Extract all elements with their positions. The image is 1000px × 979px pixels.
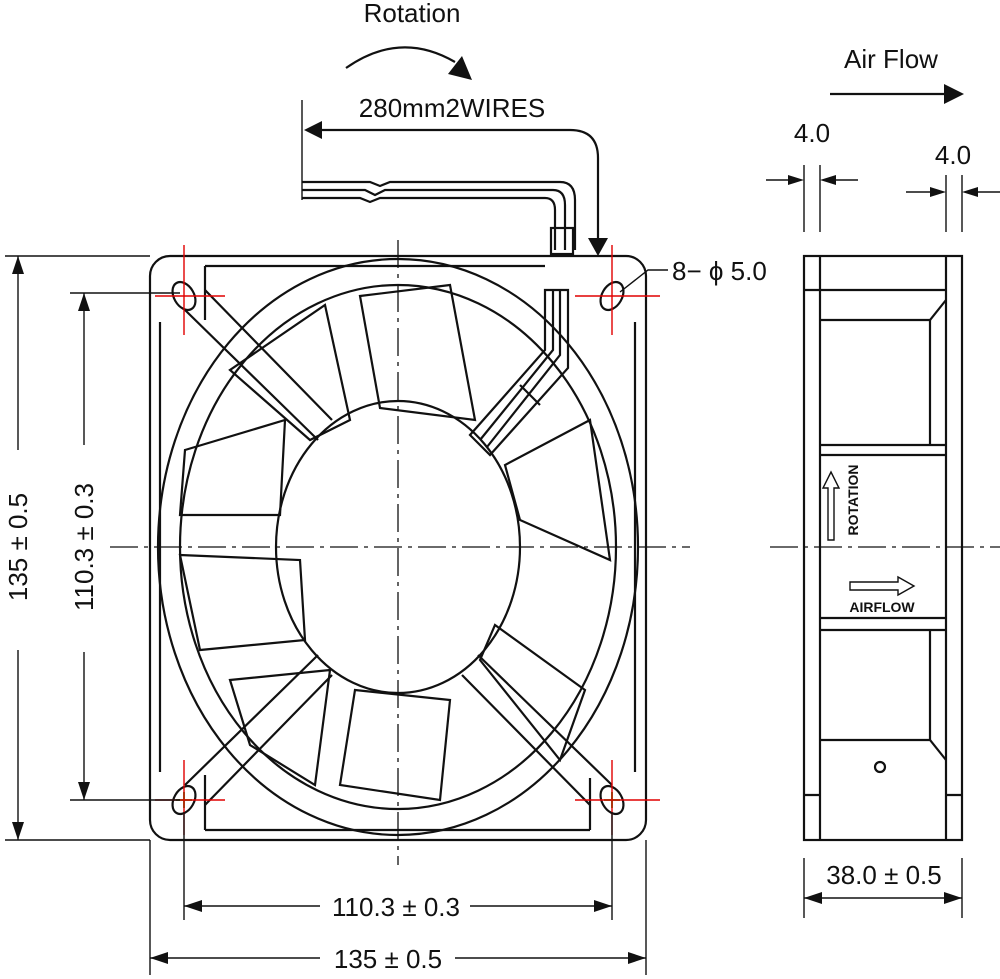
- fan-blade-5: [338, 688, 452, 802]
- fan-blade-2: [358, 283, 477, 422]
- height-outer-label: 135 ± 0.5: [3, 493, 33, 601]
- fan-blade-6: [228, 668, 332, 787]
- airflow-direction-arrow: [830, 84, 964, 104]
- side-outline: [802, 254, 964, 842]
- wire-channel-inner: [479, 290, 562, 448]
- hole-callout-leader: [619, 269, 668, 293]
- flange-left-label: 4.0: [794, 118, 830, 148]
- mounting-hole-top-left: [171, 280, 197, 312]
- wires-label: 280mm2WIRES: [359, 93, 545, 123]
- dimension-width-holes: [183, 812, 613, 920]
- holes-callout-label: 8− ϕ 5.0: [672, 256, 767, 286]
- air-flow-label: Air Flow: [844, 44, 938, 74]
- width-holes-label: 110.3 ± 0.3: [332, 892, 460, 922]
- hole-crosshair-marks: [155, 245, 660, 835]
- lead-wires: [302, 180, 577, 256]
- fan-blade-3: [503, 418, 612, 562]
- dimension-flange-left: [766, 165, 858, 232]
- dimension-depth: [803, 858, 963, 918]
- strut-bottom-left: [184, 654, 333, 806]
- dimension-height-holes: [70, 292, 180, 801]
- depth-label: 38.0 ± 0.5: [826, 860, 941, 890]
- fan-blade-8: [178, 418, 287, 517]
- flange-right-label: 4.0: [935, 140, 971, 170]
- dimension-flange-right: [906, 175, 1000, 232]
- width-outer-label: 135 ± 0.5: [334, 944, 442, 974]
- arrow-right-icon: [849, 575, 916, 597]
- strut-top-left: [184, 289, 333, 441]
- fan-blade-7: [178, 553, 307, 652]
- wire-length-dimension: [301, 100, 608, 256]
- dimension-height-outer: [5, 255, 150, 841]
- strut-bottom-right: [461, 654, 613, 806]
- side-airflow-label: AIRFLOW: [849, 599, 915, 615]
- wire-channel: [468, 288, 570, 457]
- height-holes-label: 110.3 ± 0.3: [69, 483, 99, 611]
- mounting-hole-top-right: [599, 280, 625, 312]
- dimension-width-outer: [149, 840, 647, 975]
- side-view: [770, 254, 1000, 842]
- front-view: [110, 46, 690, 865]
- rotation-label: Rotation: [364, 0, 461, 28]
- fan-blade-4: [478, 623, 587, 763]
- side-rotation-label: ROTATION: [845, 464, 861, 535]
- curved-arrow-right-icon: [345, 46, 472, 80]
- fan-blade-1: [228, 303, 352, 442]
- arrow-up-icon: [821, 470, 841, 541]
